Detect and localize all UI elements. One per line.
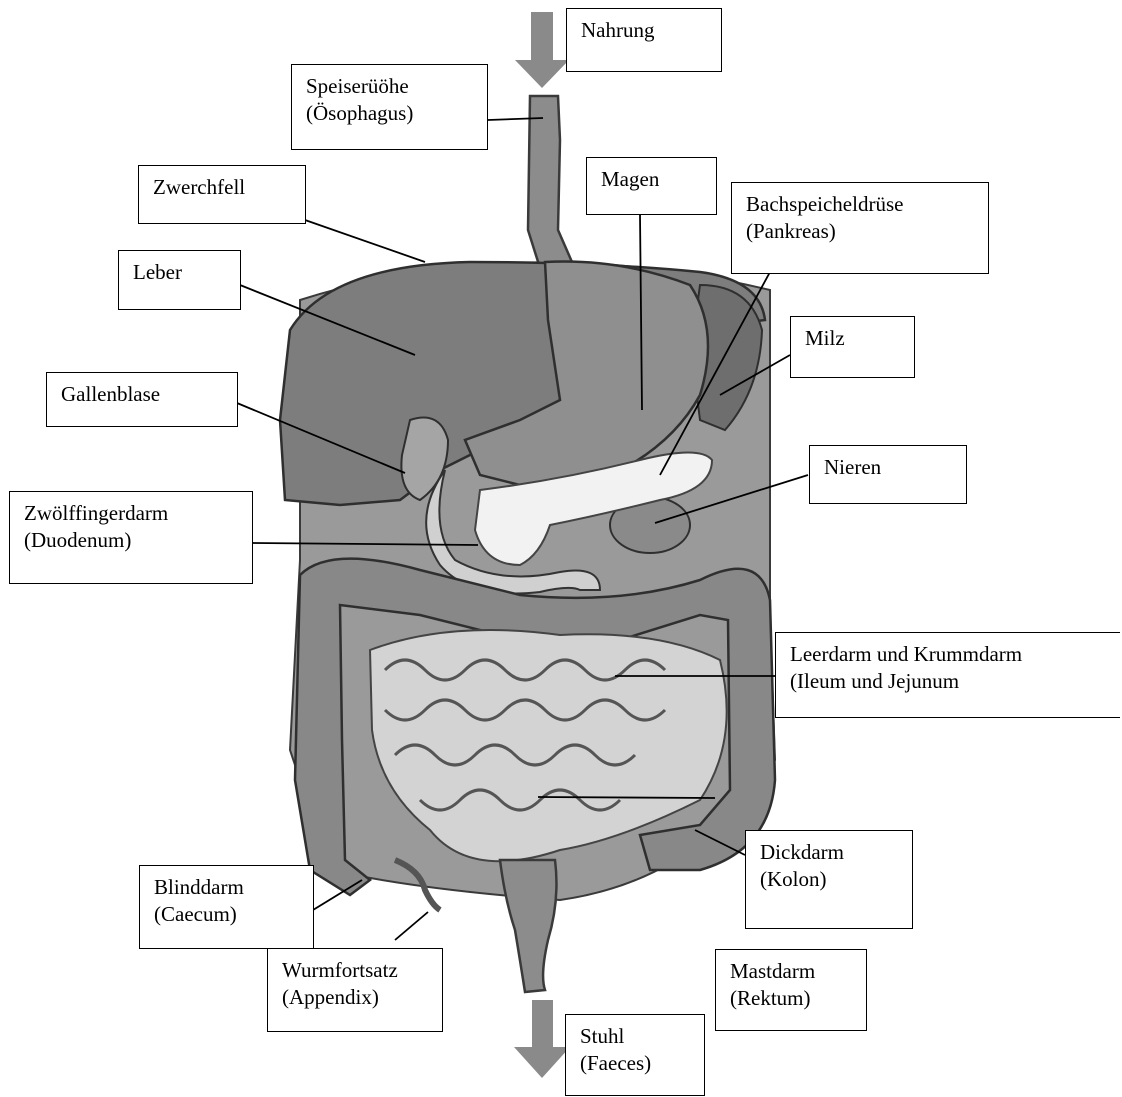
label-duodenum-line1: Zwölffingerdarm — [24, 500, 238, 527]
label-dickdarm: Dickdarm (Kolon) — [745, 830, 913, 929]
label-dunndarm-line1: Leerdarm und Krummdarm — [790, 641, 1106, 668]
label-wurmfortsatz: Wurmfortsatz (Appendix) — [267, 948, 443, 1032]
leader-mastdarm — [538, 797, 715, 798]
label-pankreas-line2: (Pankreas) — [746, 218, 974, 245]
label-blinddarm-line2: (Caecum) — [154, 901, 299, 928]
label-pankreas-line1: Bachspeicheldrüse — [746, 191, 974, 218]
label-dickdarm-line2: (Kolon) — [760, 866, 898, 893]
label-gallenblase-line1: Gallenblase — [61, 381, 223, 408]
stool-arrow-icon — [514, 1000, 570, 1078]
label-dunndarm-line2: (Ileum und Jejunum — [790, 668, 1106, 695]
label-speiserohre-line1: Speiserüöhe — [306, 73, 473, 100]
food-arrow-icon — [515, 12, 569, 88]
label-blinddarm: Blinddarm (Caecum) — [139, 865, 314, 949]
leader-zwerchfell — [305, 220, 425, 262]
esophagus-shape — [528, 96, 572, 268]
label-zwerchfell-line1: Zwerchfell — [153, 174, 291, 201]
label-dickdarm-line1: Dickdarm — [760, 839, 898, 866]
label-milz: Milz — [790, 316, 915, 378]
label-magen: Magen — [586, 157, 717, 215]
label-mastdarm: Mastdarm (Rektum) — [715, 949, 867, 1031]
leader-wurmfortsatz — [395, 912, 428, 940]
label-pankreas: Bachspeicheldrüse (Pankreas) — [731, 182, 989, 274]
label-wurmfortsatz-line2: (Appendix) — [282, 984, 428, 1011]
label-wurmfortsatz-line1: Wurmfortsatz — [282, 957, 428, 984]
label-leber-line1: Leber — [133, 259, 226, 286]
label-stuhl-line1: Stuhl — [580, 1023, 690, 1050]
label-nahrung-line1: Nahrung — [581, 17, 707, 44]
label-mastdarm-line1: Mastdarm — [730, 958, 852, 985]
label-duodenum-line2: (Duodenum) — [24, 527, 238, 554]
label-nieren: Nieren — [809, 445, 967, 504]
label-blinddarm-line1: Blinddarm — [154, 874, 299, 901]
label-dunndarm: Leerdarm und Krummdarm (Ileum und Jejunu… — [775, 632, 1120, 718]
label-stuhl-line2: (Faeces) — [580, 1050, 690, 1077]
label-mastdarm-line2: (Rektum) — [730, 985, 852, 1012]
label-leber: Leber — [118, 250, 241, 310]
label-zwerchfell: Zwerchfell — [138, 165, 306, 224]
label-duodenum: Zwölffingerdarm (Duodenum) — [9, 491, 253, 584]
rectum-shape — [500, 860, 556, 992]
label-speiserohre: Speiserüöhe (Ösophagus) — [291, 64, 488, 150]
label-stuhl: Stuhl (Faeces) — [565, 1014, 705, 1096]
label-magen-line1: Magen — [601, 166, 702, 193]
label-milz-line1: Milz — [805, 325, 900, 352]
label-speiserohre-line2: (Ösophagus) — [306, 100, 473, 127]
label-nahrung: Nahrung — [566, 8, 722, 72]
label-nieren-line1: Nieren — [824, 454, 952, 481]
label-gallenblase: Gallenblase — [46, 372, 238, 427]
